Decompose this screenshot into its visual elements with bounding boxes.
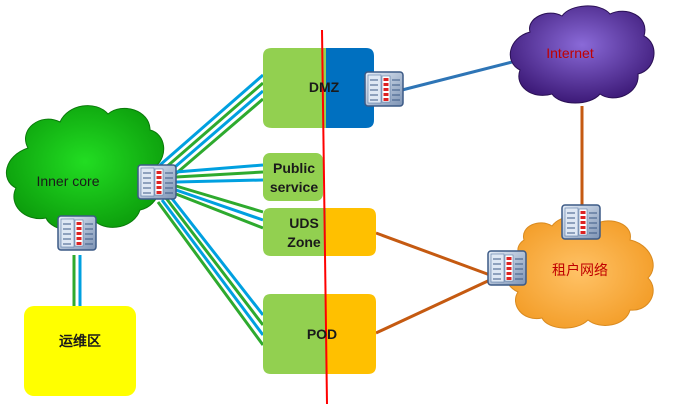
public-service-label-line1: Public	[273, 160, 315, 176]
link-pod-to-tenant	[375, 278, 491, 335]
firewall-icon	[561, 204, 601, 240]
link-dmz-to-internet	[401, 56, 529, 92]
security-boundary-line	[321, 29, 328, 404]
pod-zone	[263, 294, 376, 374]
firewall-icon	[57, 215, 97, 251]
internet-label: Internet	[546, 45, 594, 61]
tenant-network-label: 租户网络	[552, 262, 608, 278]
link-inner-to-ops	[72, 255, 82, 308]
public-service-label-line2: service	[270, 179, 318, 195]
dmz-label: DMZ	[309, 79, 340, 95]
pod-label: POD	[307, 326, 337, 342]
dmz-zone	[263, 48, 374, 128]
internet-cloud	[509, 5, 655, 104]
link-inner-to-pod	[156, 195, 265, 346]
link-inner-to-uds	[175, 184, 264, 230]
link-inner-to-public-service	[175, 163, 264, 184]
ops-zone	[24, 306, 136, 396]
firewall-icon	[137, 164, 177, 200]
link-inner-to-dmz	[159, 73, 264, 179]
ops-zone-label: 运维区	[59, 333, 101, 349]
firewall-icon	[364, 71, 404, 107]
uds-label-line1: UDS	[289, 215, 319, 231]
inner-core-label: Inner core	[36, 173, 99, 189]
uds-label-line2: Zone	[287, 234, 321, 250]
firewall-icon	[487, 250, 527, 286]
public-service-zone	[263, 153, 323, 201]
link-uds-to-tenant	[375, 231, 491, 277]
links	[72, 56, 584, 346]
uds-zone	[263, 208, 376, 256]
